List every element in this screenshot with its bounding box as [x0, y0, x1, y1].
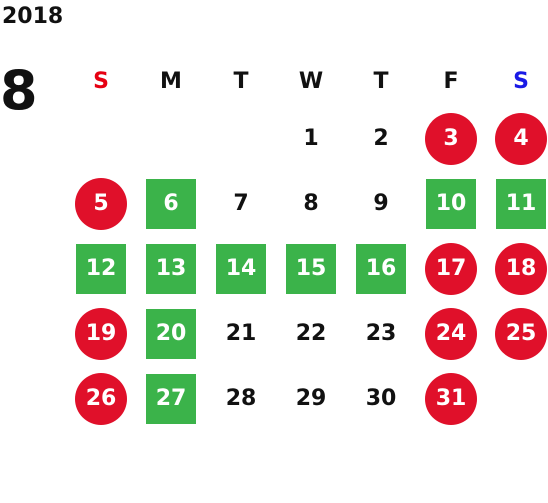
day-holiday[interactable]: 4 — [495, 112, 547, 165]
day-cell: 11 — [486, 171, 548, 236]
day-cell: 19 — [66, 301, 136, 366]
day-cell: 14 — [206, 236, 276, 301]
weekday-cell: M — [136, 56, 206, 106]
day-number[interactable]: 1 — [303, 126, 319, 151]
weekday-header-row: S M T W T F S — [66, 56, 548, 106]
day-cell — [136, 106, 206, 171]
day-cell: 13 — [136, 236, 206, 301]
year-label: 2018 — [2, 4, 64, 29]
day-cell: 15 — [276, 236, 346, 301]
day-cell: 24 — [416, 301, 486, 366]
day-open[interactable]: 6 — [146, 178, 196, 229]
day-holiday[interactable]: 17 — [425, 242, 477, 295]
day-cell: 16 — [346, 236, 416, 301]
day-cell: 6 — [136, 171, 206, 236]
day-open[interactable]: 13 — [146, 243, 196, 294]
day-cell — [486, 366, 548, 431]
day-holiday[interactable]: 25 — [495, 307, 547, 360]
day-cell: 5 — [66, 171, 136, 236]
day-cell: 3 — [416, 106, 486, 171]
day-number[interactable]: 22 — [295, 321, 327, 346]
day-cell: 17 — [416, 236, 486, 301]
day-cell: 23 — [346, 301, 416, 366]
day-cell: 22 — [276, 301, 346, 366]
weekday-thursday: T — [373, 68, 389, 94]
day-number[interactable]: 7 — [233, 191, 249, 216]
week-row: 19 20 21 22 23 24 25 — [66, 301, 548, 366]
day-holiday[interactable]: 5 — [75, 177, 127, 230]
day-cell: 18 — [486, 236, 548, 301]
day-cell: 9 — [346, 171, 416, 236]
day-cell: 20 — [136, 301, 206, 366]
day-cell: 21 — [206, 301, 276, 366]
day-open[interactable]: 10 — [426, 178, 476, 229]
weekday-wednesday: W — [298, 68, 324, 94]
day-holiday[interactable]: 19 — [75, 307, 127, 360]
day-cell: 28 — [206, 366, 276, 431]
day-cell: 2 — [346, 106, 416, 171]
day-holiday[interactable]: 26 — [75, 372, 127, 425]
day-cell: 12 — [66, 236, 136, 301]
day-open[interactable]: 20 — [146, 308, 196, 359]
day-cell: 27 — [136, 366, 206, 431]
week-row: 26 27 28 29 30 31 — [66, 366, 548, 431]
day-cell: 30 — [346, 366, 416, 431]
weekday-cell: F — [416, 56, 486, 106]
weekday-cell: W — [276, 56, 346, 106]
day-open[interactable]: 11 — [496, 178, 546, 229]
day-open[interactable]: 27 — [146, 373, 196, 424]
day-cell: 4 — [486, 106, 548, 171]
weekday-cell: S — [486, 56, 548, 106]
day-cell: 26 — [66, 366, 136, 431]
day-open[interactable]: 16 — [356, 243, 406, 294]
day-cell: 29 — [276, 366, 346, 431]
day-holiday[interactable]: 3 — [425, 112, 477, 165]
month-number: 8 — [0, 59, 38, 122]
day-number[interactable]: 29 — [295, 386, 327, 411]
day-number[interactable]: 9 — [373, 191, 389, 216]
day-cell — [206, 106, 276, 171]
day-open[interactable]: 14 — [216, 243, 266, 294]
day-cell: 10 — [416, 171, 486, 236]
day-holiday[interactable]: 18 — [495, 242, 547, 295]
day-cell: 1 — [276, 106, 346, 171]
day-holiday[interactable]: 31 — [425, 372, 477, 425]
day-cell: 8 — [276, 171, 346, 236]
week-row: 12 13 14 15 16 17 18 — [66, 236, 548, 301]
day-open[interactable]: 15 — [286, 243, 336, 294]
day-cell: 25 — [486, 301, 548, 366]
day-cell — [66, 106, 136, 171]
day-open[interactable]: 12 — [76, 243, 126, 294]
day-number[interactable]: 23 — [365, 321, 397, 346]
day-number[interactable]: 21 — [225, 321, 257, 346]
day-number[interactable]: 2 — [373, 126, 389, 151]
day-cell: 31 — [416, 366, 486, 431]
day-cell: 7 — [206, 171, 276, 236]
weekday-sunday: S — [93, 68, 109, 94]
day-holiday[interactable]: 24 — [425, 307, 477, 360]
weekday-cell: T — [206, 56, 276, 106]
weekday-saturday: S — [513, 68, 529, 94]
weekday-cell: S — [66, 56, 136, 106]
day-number[interactable]: 8 — [303, 191, 319, 216]
weekday-friday: F — [443, 68, 459, 94]
day-number[interactable]: 28 — [225, 386, 257, 411]
weekday-tuesday: T — [233, 68, 249, 94]
weekday-monday: M — [160, 68, 182, 94]
day-number[interactable]: 30 — [365, 386, 397, 411]
weekday-cell: T — [346, 56, 416, 106]
